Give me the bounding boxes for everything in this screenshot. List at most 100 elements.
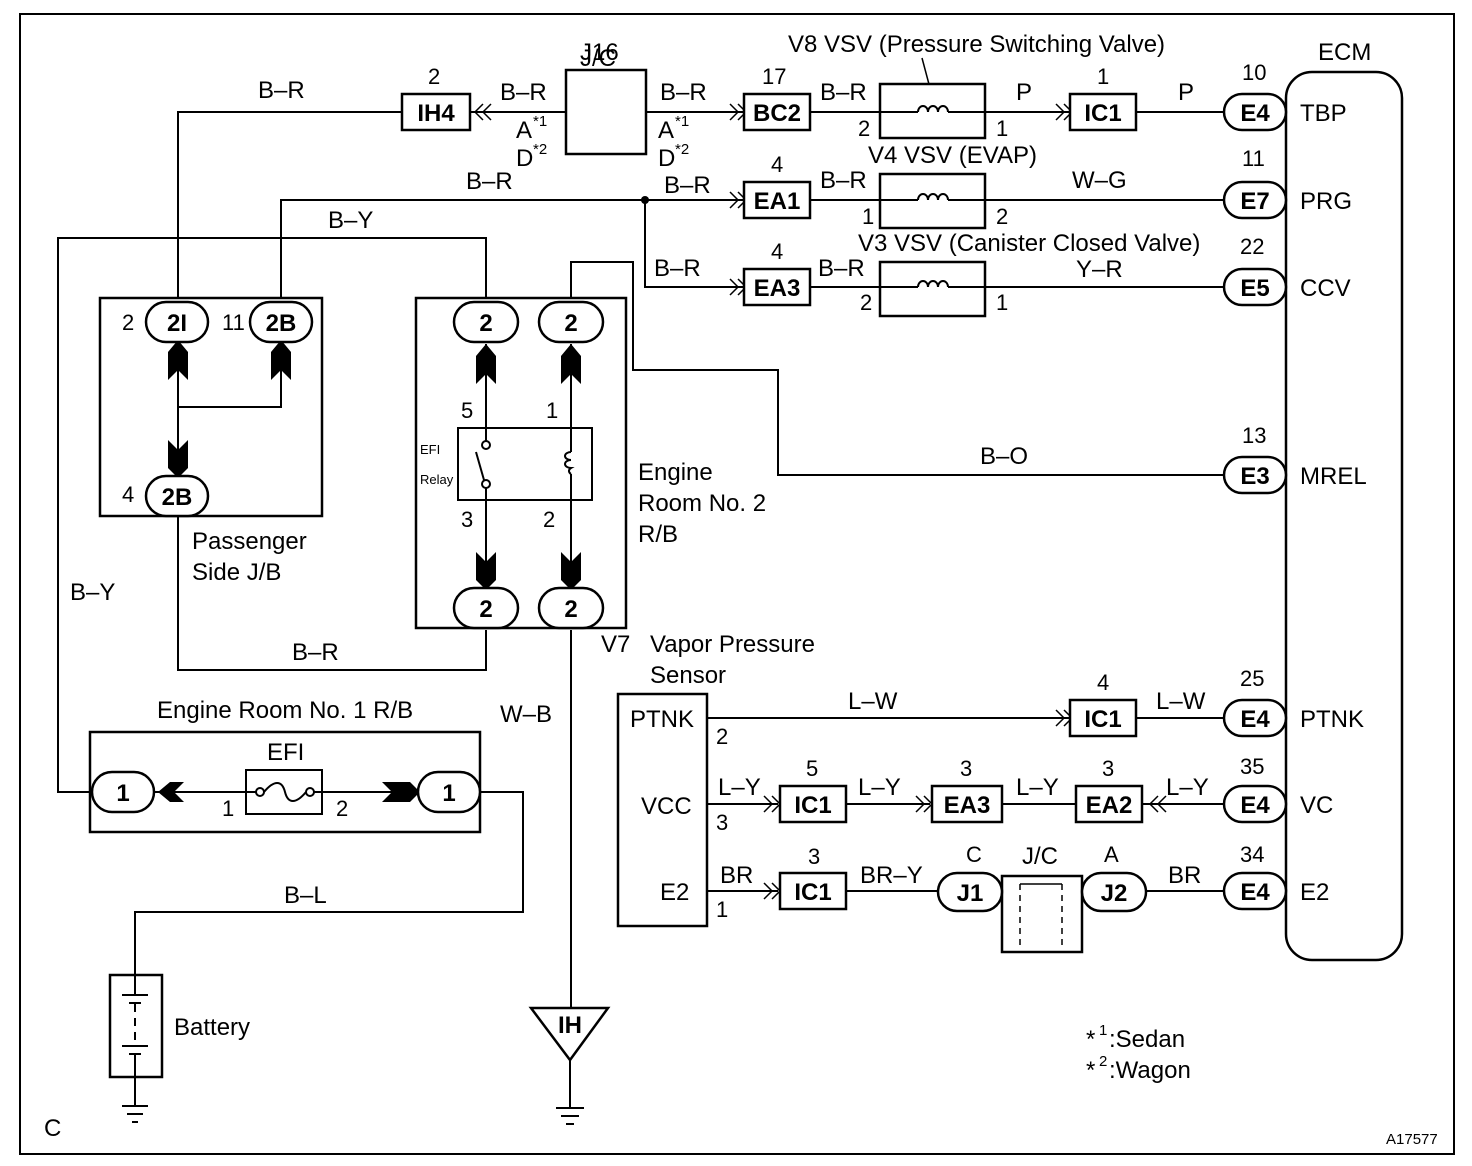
ecm-connector-id: E7 <box>1240 188 1269 215</box>
ecm-connector-id: E4 <box>1240 100 1270 127</box>
wire-label: B–R <box>664 172 711 199</box>
ih4-connector: 2 IH4 <box>400 64 472 132</box>
jc-e2-junction: J/C C J1 A J2 <box>936 842 1148 954</box>
chevron-up-icon <box>476 344 496 384</box>
ea3-vcc-box <box>930 784 1004 824</box>
er2-connector-br <box>537 586 605 630</box>
wire-label: B–R <box>292 639 339 666</box>
v8-pin-out: 1 <box>996 116 1008 141</box>
wire-label: Y–R <box>1076 256 1123 283</box>
ecm-terminal-vc: 35 E4 VC <box>1222 754 1333 824</box>
ecm-connector-id: E5 <box>1240 275 1269 302</box>
pj-2b-top-id: 2B <box>266 310 297 337</box>
efi-relay-label-2: Relay <box>420 472 454 487</box>
v7-box <box>616 692 709 928</box>
chevron-right-icon <box>382 782 420 802</box>
ecm-pin: 13 <box>1242 423 1266 448</box>
ea3-top-id: EA3 <box>754 275 801 302</box>
engine-room-1-rb: Engine Room No. 1 R/B EFI 1 1 1 2 <box>88 697 482 834</box>
efi-relay-label-1: EFI <box>420 442 440 457</box>
ic1-top-box <box>1068 92 1138 132</box>
engine-room-2-rb: 2 2 2 2 5 1 3 2 EFI Relay Engine Room No… <box>414 296 766 630</box>
wire-label: L–Y <box>1166 774 1209 801</box>
legend-sedan-sup: 1 <box>1099 1022 1107 1039</box>
junction-dot <box>641 196 649 204</box>
ground-ih: IH <box>528 1006 611 1125</box>
ic1-e2-box <box>778 871 848 911</box>
ecm-pin: 22 <box>1240 234 1264 259</box>
pj-2i-connector <box>144 300 210 344</box>
ecm-pin: 25 <box>1240 666 1264 691</box>
variant-d-right-sup: *2 <box>675 141 689 158</box>
wire-label: L–W <box>848 688 898 715</box>
jc2-type: J/C <box>1022 843 1058 870</box>
ic1-ptnk-box <box>1068 698 1138 738</box>
ecm-terminal-ptnk: 25 E4 PTNK <box>1222 666 1364 738</box>
sensor-pin-vcc: 3 <box>716 810 728 835</box>
variant-d-right: D <box>658 145 675 172</box>
sensor-pin-ptnk: 2 <box>716 724 728 749</box>
ecm-connector <box>1222 92 1288 132</box>
er2-connector-bl <box>452 586 520 630</box>
j2-connector <box>1080 871 1148 913</box>
er1-connector-right <box>416 770 482 814</box>
er2-connector-tl <box>452 300 520 344</box>
legend-sedan-text: :Sedan <box>1109 1026 1185 1053</box>
ic1-ptnk-connector: 4 IC1 <box>1068 670 1138 738</box>
ecm-terminal-prg: 11 E7 PRG <box>1222 146 1352 220</box>
ea3-top-box <box>742 267 812 307</box>
ih4-pin: 2 <box>428 64 440 89</box>
fuse-icon <box>263 782 307 802</box>
ecm-pin: 10 <box>1242 60 1266 85</box>
ic1-vcc-connector: 5 IC1 <box>778 756 848 824</box>
ecm-terminal-name: VC <box>1300 792 1333 819</box>
wire-label: B–Y <box>70 579 115 606</box>
ea3-vcc-connector: 3 EA3 <box>930 756 1004 824</box>
ea3-top-connector: 4 EA3 <box>742 239 812 307</box>
battery-label: Battery <box>174 1014 250 1041</box>
er2-connector-br-id: 2 <box>564 596 577 623</box>
v3-box <box>878 260 987 318</box>
wire-color-labels: B–R B–R B–R B–R P P B–R B–R B–R W–G B–R … <box>70 77 1209 909</box>
v4-pin-in: 1 <box>862 204 874 229</box>
wire-label: B–Y <box>328 207 373 234</box>
corner-letter: C <box>44 1115 61 1142</box>
relay-coil-icon <box>564 451 575 475</box>
chevron-up-icon <box>561 344 581 384</box>
figure-id: A17577 <box>1386 1131 1438 1148</box>
er2-label-1: Engine <box>638 459 713 486</box>
ecm-terminal-name: PRG <box>1300 188 1352 215</box>
j16-type-label: J/C <box>580 45 616 72</box>
relay-switch-icon <box>475 451 485 481</box>
v3-label: V3 VSV (Canister Closed Valve) <box>858 230 1200 257</box>
legend-sedan-marker: * <box>1086 1026 1095 1053</box>
wire-label: L–Y <box>858 774 901 801</box>
wire-label: BR–Y <box>860 862 923 889</box>
er2-label-2: Room No. 2 <box>638 490 766 517</box>
ecm-connector <box>1222 784 1288 824</box>
ecm-pin: 35 <box>1240 754 1264 779</box>
jc2-box <box>1000 874 1084 954</box>
battery-icon <box>122 975 148 1077</box>
arrow-ih4 <box>473 103 492 121</box>
er1-connector-right-id: 1 <box>442 780 455 807</box>
wire-br-to-ea3 <box>644 200 744 288</box>
ea1-id: EA1 <box>754 188 801 215</box>
j1-pin: C <box>966 842 982 867</box>
ecm-pin: 34 <box>1240 842 1264 867</box>
wire-label: L–Y <box>1016 774 1059 801</box>
wire-label: P <box>1016 79 1032 106</box>
ic1-top-pin: 1 <box>1097 64 1109 89</box>
ground-point-label: IH <box>558 1012 582 1039</box>
ecm-label: ECM <box>1318 39 1371 66</box>
sensor-terminal-e2: E2 <box>660 879 689 906</box>
wire-br-bottom <box>177 515 487 671</box>
v4-coil-icon <box>917 193 949 201</box>
j16-box <box>564 68 648 156</box>
v3-vsv: V3 VSV (Canister Closed Valve) 2 1 <box>858 230 1200 318</box>
ecm-connector <box>1222 455 1288 495</box>
ea2-vcc-box <box>1074 784 1144 824</box>
pj-2b-bottom-connector <box>144 474 210 518</box>
ecm: ECM 10 E4 TBP 11 E7 PRG 22 E5 CCV 13 E3 … <box>1222 39 1404 962</box>
